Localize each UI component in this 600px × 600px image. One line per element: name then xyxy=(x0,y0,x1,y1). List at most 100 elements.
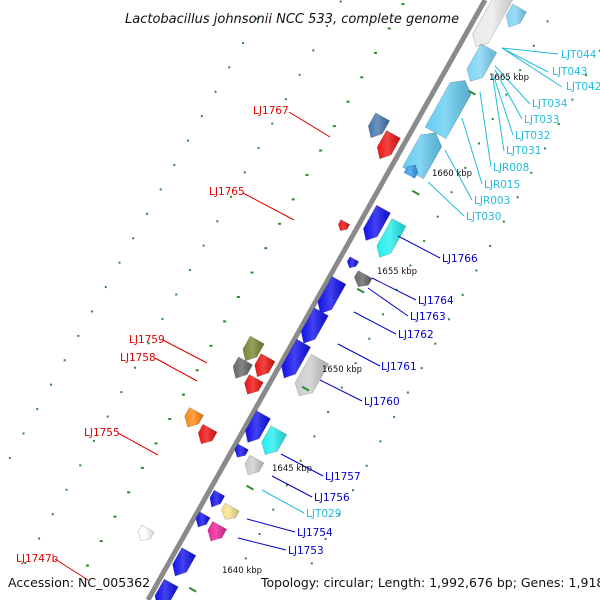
guide-dot xyxy=(154,442,158,445)
guide-dot xyxy=(324,537,327,540)
gene-label-lj1767[interactable]: LJ1767 xyxy=(253,105,289,117)
gene-label-lj1757[interactable]: LJ1757 xyxy=(325,471,361,483)
guide-dot xyxy=(159,188,162,191)
gene-label-lj1765[interactable]: LJ1765 xyxy=(209,186,245,198)
guide-dot xyxy=(406,391,409,394)
leader-ljr003 xyxy=(444,149,473,201)
guide-dot xyxy=(368,337,371,340)
gene-label-ljt030[interactable]: LJT030 xyxy=(466,211,501,223)
leader-ljt032 xyxy=(492,73,514,136)
guide-dot xyxy=(409,264,412,267)
gene-label-lj1761[interactable]: LJ1761 xyxy=(381,361,417,373)
scale-tick-mark xyxy=(356,287,365,294)
gene-label-ljt034[interactable]: LJT034 xyxy=(532,98,568,110)
gene-label-ljt043[interactable]: LJT043 xyxy=(552,66,587,78)
guide-dot xyxy=(79,464,82,467)
gene-lj1754-blue-shade xyxy=(209,490,225,508)
leader-lj1756 xyxy=(271,475,313,498)
guide-dot xyxy=(104,286,107,289)
guide-dot xyxy=(200,115,203,118)
gene-label-lj1756[interactable]: LJ1756 xyxy=(314,492,350,504)
guide-dot xyxy=(188,269,191,272)
guide-dot xyxy=(228,66,231,69)
scale-tick-mark xyxy=(188,586,197,593)
gene-label-lj1755[interactable]: LJ1755 xyxy=(84,427,120,439)
guide-dot xyxy=(161,317,164,320)
guide-dot xyxy=(423,240,426,243)
genome-summary-text: Topology: circular; Length: 1,992,676 bp… xyxy=(260,575,600,590)
guide-dot xyxy=(340,386,343,389)
guide-dot xyxy=(92,439,95,442)
gene-label-lj1759[interactable]: LJ1759 xyxy=(129,334,165,346)
guide-dot xyxy=(168,418,172,421)
guide-dot xyxy=(598,49,600,52)
gene-label-lj1747b[interactable]: LJ1747b xyxy=(16,553,59,565)
leader-ljt034 xyxy=(494,65,531,105)
guide-dot xyxy=(85,564,89,567)
gene-label-ljt042[interactable]: LJT042 xyxy=(566,81,600,93)
scale-tick-mark xyxy=(411,189,420,196)
guide-dot xyxy=(250,271,254,274)
gene-label-ljt044[interactable]: LJT044 xyxy=(561,49,597,61)
guide-dot xyxy=(475,269,478,272)
gene-label-lj1758[interactable]: LJ1758 xyxy=(120,352,156,364)
gene-label-ljr003[interactable]: LJR003 xyxy=(474,195,510,207)
guide-dot xyxy=(258,532,261,535)
guide-dot xyxy=(354,362,357,365)
guide-dot xyxy=(77,334,80,337)
guide-dot xyxy=(202,244,205,247)
gene-lj1753-blue-shade xyxy=(195,511,211,527)
guide-dot xyxy=(132,237,135,240)
gene-small-blue-shade xyxy=(347,256,359,268)
gene-lj1759-olive-shade xyxy=(242,336,265,361)
gene-label-ljt033[interactable]: LJT033 xyxy=(524,114,559,126)
gene-label-lj1764[interactable]: LJ1764 xyxy=(418,295,454,307)
guide-dot xyxy=(332,125,336,128)
scale-tick-mark xyxy=(467,89,476,96)
leader-ljt033 xyxy=(494,69,523,120)
gene-label-lj1754[interactable]: LJ1754 xyxy=(297,527,333,539)
gene-label-lj1766[interactable]: LJ1766 xyxy=(442,253,478,265)
tick-label-1650: 1650 kbp xyxy=(322,365,362,375)
gene-label-ljt029[interactable]: LJT029 xyxy=(306,508,341,520)
gene-label-lj1762[interactable]: LJ1762 xyxy=(398,329,434,341)
gene-label-ljt032[interactable]: LJT032 xyxy=(515,130,550,142)
guide-dot xyxy=(99,540,103,543)
gene-label-lj1753[interactable]: LJ1753 xyxy=(288,545,324,557)
gene-label-ljt031[interactable]: LJT031 xyxy=(506,145,541,157)
guide-dot xyxy=(360,76,364,79)
guide-dot xyxy=(326,24,329,27)
guide-dot xyxy=(502,220,505,223)
leader-ljt044 xyxy=(501,47,559,55)
guide-dot xyxy=(585,74,588,77)
gene-lj1755-red-shade xyxy=(198,424,217,444)
gene-label-ljr015[interactable]: LJR015 xyxy=(484,179,520,191)
leader-lj1753 xyxy=(237,537,287,551)
leader-ljt031 xyxy=(492,77,505,152)
leader-ljt042 xyxy=(501,47,563,88)
guide-dot xyxy=(351,489,354,492)
gene-label-lj1763[interactable]: LJ1763 xyxy=(410,311,446,323)
guide-dot xyxy=(401,3,405,6)
tick-label-1645: 1645 kbp xyxy=(272,464,312,474)
gene-lj1766-cyan-shade xyxy=(376,218,406,258)
guide-dot xyxy=(450,191,453,194)
leader-lj1764 xyxy=(371,277,417,301)
gene-label-lj1760[interactable]: LJ1760 xyxy=(364,396,400,408)
guide-dot xyxy=(257,147,260,150)
leader-lj1761 xyxy=(337,343,381,367)
guide-dot xyxy=(299,459,302,462)
gene-white-top-shade xyxy=(472,0,513,47)
guide-dot xyxy=(243,171,246,174)
guide-dot xyxy=(145,212,148,215)
guide-dot xyxy=(195,369,199,372)
scale-tick-mark xyxy=(246,484,254,491)
guide-dot xyxy=(140,466,144,469)
leader-lj1767 xyxy=(288,111,331,138)
guide-dot xyxy=(532,44,535,47)
guide-dot xyxy=(120,391,123,394)
gene-lj1765-red-shade xyxy=(338,219,350,231)
gene-label-ljr008[interactable]: LJR008 xyxy=(493,162,529,174)
leader-ljt043 xyxy=(501,47,549,73)
guide-dot xyxy=(365,464,368,467)
